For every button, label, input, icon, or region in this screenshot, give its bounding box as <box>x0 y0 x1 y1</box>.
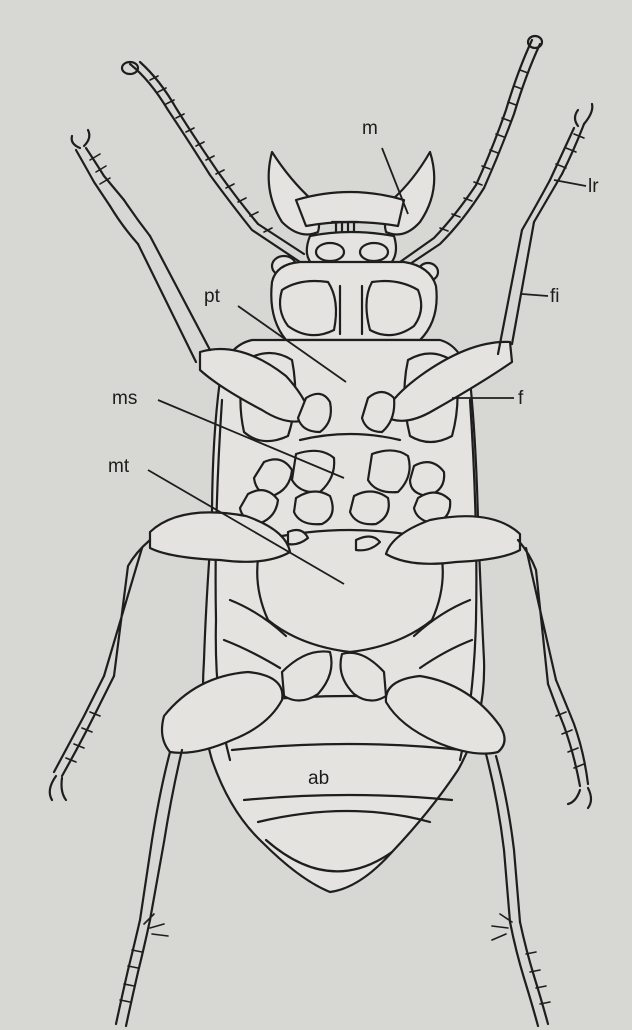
label-ms: ms <box>112 388 137 409</box>
label-lr: lr <box>588 176 599 197</box>
label-m: m <box>362 118 378 139</box>
label-ab: ab <box>308 768 329 789</box>
label-fi: fi <box>550 286 560 307</box>
label-mt: mt <box>108 456 130 477</box>
label-f: f <box>518 388 524 409</box>
prothorax <box>271 262 436 340</box>
label-pt: pt <box>204 286 221 307</box>
